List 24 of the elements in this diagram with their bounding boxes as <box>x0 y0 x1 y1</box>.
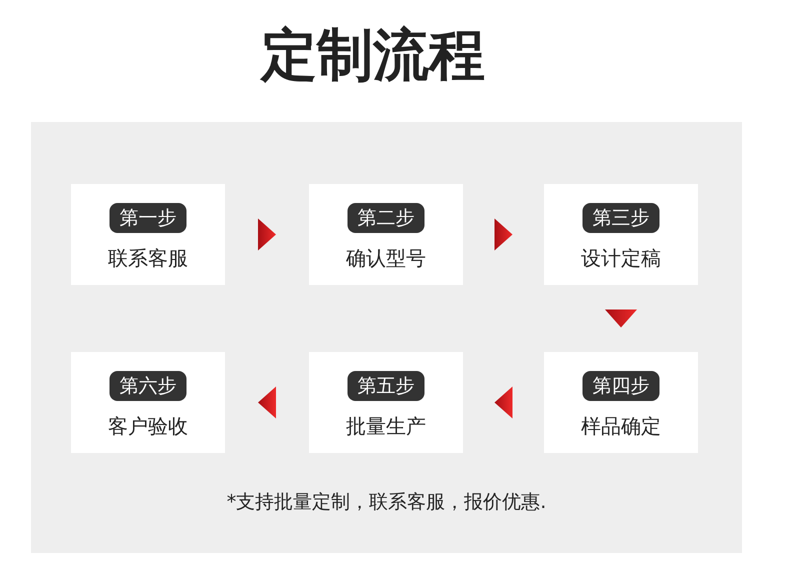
arrow <box>605 310 637 328</box>
arrow <box>494 218 512 250</box>
step-label: 客户验收 <box>108 413 188 439</box>
step-number-badge: 第六步 <box>110 371 186 401</box>
step-card <box>309 352 463 453</box>
step-number-badge: 第二步 <box>348 203 424 233</box>
step-card <box>71 352 225 453</box>
arrow <box>258 218 276 250</box>
step-label: 联系客服 <box>108 245 188 271</box>
arrow <box>258 386 276 418</box>
step-number-badge: 第三步 <box>582 203 660 233</box>
step-card <box>544 352 698 453</box>
note-text: *支持批量定制，联系客服，报价优惠. <box>226 490 546 515</box>
step-label: 样品确定 <box>581 413 661 439</box>
step-card <box>544 184 698 285</box>
step-label: 设计定稿 <box>581 245 661 271</box>
step-label: 确认型号 <box>346 245 426 271</box>
step-number-badge: 第四步 <box>582 371 660 401</box>
step-number-badge: 第五步 <box>348 371 424 401</box>
arrow <box>494 386 512 418</box>
step-card <box>309 184 463 285</box>
step-number-badge: 第一步 <box>110 203 186 233</box>
step-card <box>71 184 225 285</box>
step-label: 批量生产 <box>346 413 426 439</box>
